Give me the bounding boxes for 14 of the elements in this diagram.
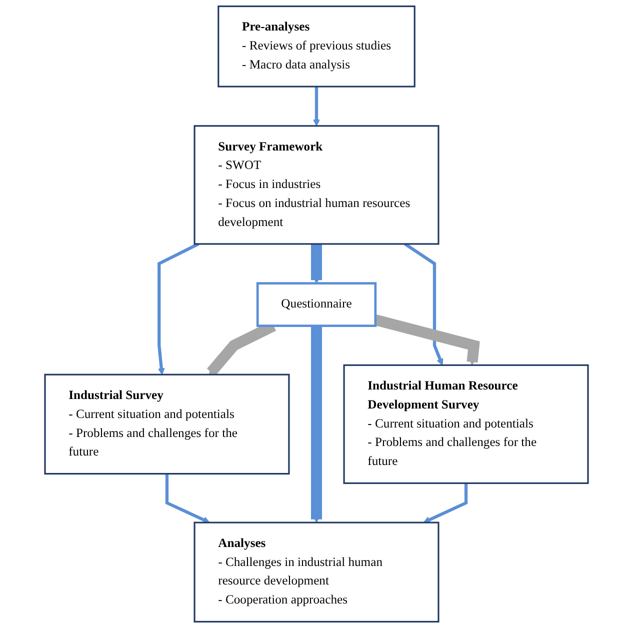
arrow xyxy=(165,474,210,524)
node-box: Industrial Human Resource Development Survey - Current situation and potentials - Problems and challenges for the future xyxy=(343,364,589,484)
node-box: Pre-analyses - Reviews of previous studies - Macro data analysis xyxy=(218,6,416,88)
arrow xyxy=(313,86,320,126)
node-box: Analyses - Challenges in industrial human resource development - Cooperation approaches xyxy=(194,522,440,622)
arrow xyxy=(374,314,480,366)
arrow xyxy=(311,244,322,284)
arrow xyxy=(423,483,468,524)
arrow xyxy=(311,326,322,523)
arrow xyxy=(404,242,444,366)
node-box: Questionnaire xyxy=(256,282,377,327)
node-box: Survey Framework - SWOT - Focus in industries - Focus on industrial human resources development xyxy=(194,125,440,245)
node-box: Industrial Survey - Current situation and potentials - Problems and challenges for the future xyxy=(44,374,290,475)
arrow xyxy=(158,242,200,375)
